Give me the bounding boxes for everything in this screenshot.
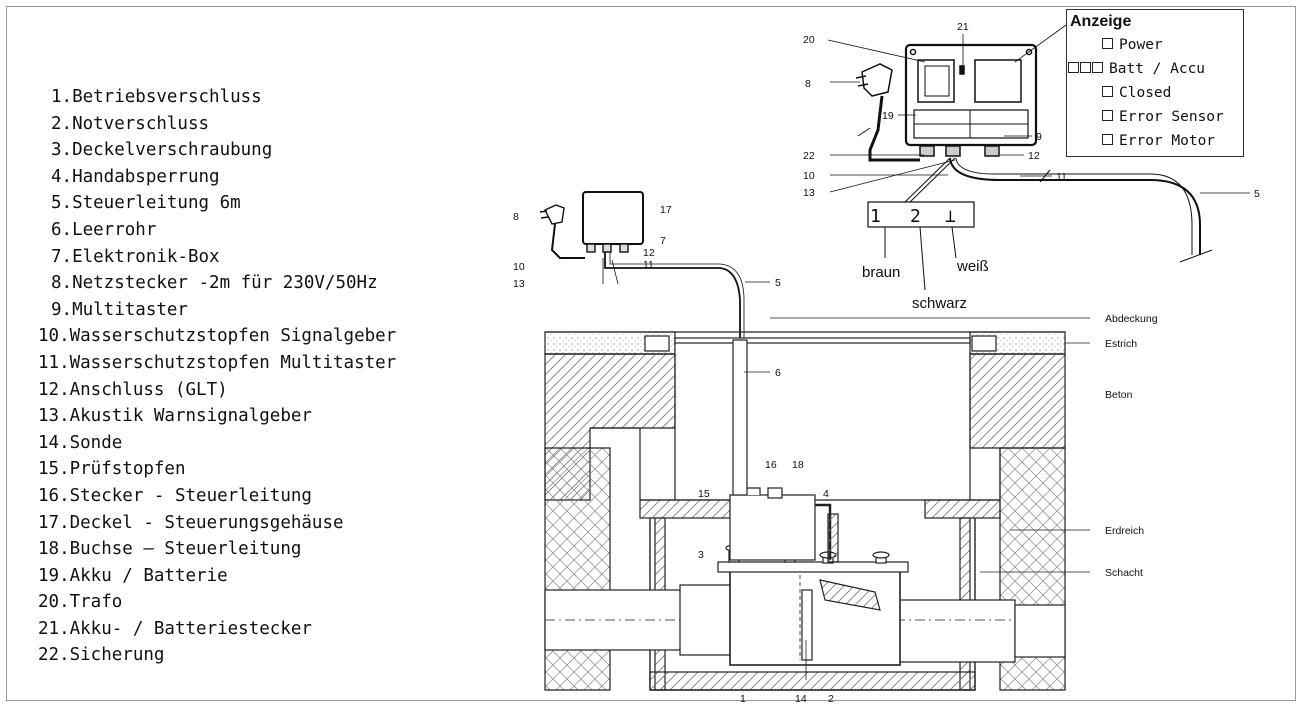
legend-item: 21.Akku- / Batteriestecker xyxy=(38,618,312,639)
callout-21: 21 xyxy=(957,21,969,33)
legend-item: 4.Handabsperrung xyxy=(51,166,220,187)
legend-item: 14.Sonde xyxy=(38,432,123,453)
callout-19: 19 xyxy=(882,110,894,122)
legend-item: 8.Netzstecker -2m für 230V/50Hz xyxy=(51,273,378,294)
callout-8: 8 xyxy=(805,78,811,90)
indicator-battery: Batt / Accu xyxy=(1068,61,1205,77)
parts-legend: 1.Betriebsverschluss 2.Notverschluss 3.D… xyxy=(38,84,396,669)
led-icon xyxy=(1102,134,1113,145)
indicator-panel-title: Anzeige xyxy=(1070,13,1132,30)
indicator-label: Error Sensor xyxy=(1119,109,1224,125)
wire-braun: braun xyxy=(862,264,900,281)
led-icon xyxy=(1080,62,1091,73)
indicator-label: Error Motor xyxy=(1119,133,1216,149)
legend-item: 13.Akustik Warnsignalgeber xyxy=(38,406,312,427)
electronic-box-small xyxy=(539,191,770,505)
callout-22: 22 xyxy=(803,150,815,162)
layer-beton: Beton xyxy=(1105,389,1133,401)
callout-20: 20 xyxy=(803,34,815,46)
legend-item: 15.Prüfstopfen xyxy=(38,459,186,480)
legend-item: 3.Deckelverschraubung xyxy=(51,140,273,161)
figure-frame xyxy=(6,6,1296,701)
legend-item: 5.Steuerleitung 6m xyxy=(51,193,241,214)
indicator-error-motor: Error Motor xyxy=(1102,133,1215,149)
indicator-label: Batt / Accu xyxy=(1109,61,1206,77)
led-icon xyxy=(1102,38,1113,49)
indicator-power: Power xyxy=(1102,37,1163,53)
indicator-error-sensor: Error Sensor xyxy=(1102,109,1224,125)
callout-16: 16 xyxy=(765,459,777,471)
callout-5: 5 xyxy=(1254,188,1260,200)
callout-3: 3 xyxy=(698,549,704,561)
callout-10: 10 xyxy=(803,170,815,182)
layer-abdeckung: Abdeckung xyxy=(1105,313,1158,325)
wire-weiss: weiß xyxy=(956,258,989,275)
callout-7: 7 xyxy=(660,235,666,247)
callout-4: 4 xyxy=(823,488,829,500)
callout-12-small: 12 xyxy=(643,247,655,259)
callout-11-small: 11 xyxy=(643,259,654,271)
indicator-closed: Closed xyxy=(1102,85,1171,101)
callout-11: 11 xyxy=(1056,171,1067,183)
led-icon xyxy=(1102,86,1113,97)
legend-item: 19.Akku / Batterie xyxy=(38,565,228,586)
callout-2: 2 xyxy=(828,693,834,705)
callout-15: 15 xyxy=(698,488,710,500)
callout-17: 17 xyxy=(660,204,672,216)
callout-18: 18 xyxy=(792,459,804,471)
legend-item: 18.Buchse – Steuerleitung xyxy=(38,539,302,560)
callout-6: 6 xyxy=(775,367,781,379)
callout-13-small: 13 xyxy=(513,278,525,290)
shaft-cross-section xyxy=(544,317,1090,691)
layer-estrich: Estrich xyxy=(1105,338,1137,350)
callout-13: 13 xyxy=(803,187,815,199)
legend-item: 6.Leerrohr xyxy=(51,219,157,240)
connector-pin-1: 1 xyxy=(870,206,881,227)
legend-item: 22.Sicherung xyxy=(38,645,165,666)
led-icon xyxy=(1102,110,1113,121)
legend-item: 16.Stecker - Steuerleitung xyxy=(38,485,312,506)
callout-9: 9 xyxy=(1036,131,1042,143)
callout-8-small: 8 xyxy=(513,211,519,223)
legend-item: 2.Notverschluss xyxy=(51,113,210,134)
callout-10-small: 10 xyxy=(513,261,525,273)
legend-item: 9.Multitaster xyxy=(51,299,188,320)
connector-pin-2: 2 xyxy=(910,206,921,227)
callout-14: 14 xyxy=(795,693,807,705)
control-box-detail xyxy=(827,24,1250,291)
legend-item: 10.Wasserschutzstopfen Signalgeber xyxy=(38,326,397,347)
legend-item: 20.Trafo xyxy=(38,592,123,613)
legend-item: 11.Wasserschutzstopfen Multitaster xyxy=(38,352,397,373)
legend-item: 17.Deckel - Steuerungsgehäuse xyxy=(38,512,344,533)
callout-12: 12 xyxy=(1028,150,1040,162)
wire-schwarz: schwarz xyxy=(912,295,967,312)
led-icon xyxy=(1092,62,1103,73)
layer-schacht: Schacht xyxy=(1105,567,1143,579)
legend-item: 12.Anschluss (GLT) xyxy=(38,379,228,400)
indicator-panel xyxy=(1066,9,1244,157)
indicator-label: Power xyxy=(1119,37,1163,53)
layer-erdreich: Erdreich xyxy=(1105,525,1144,537)
connector-pin-ground: ⊥ xyxy=(945,206,956,227)
callout-1: 1 xyxy=(740,693,746,705)
led-icon xyxy=(1068,62,1079,73)
legend-item: 7.Elektronik-Box xyxy=(51,246,220,267)
indicator-label: Closed xyxy=(1119,85,1172,101)
legend-item: 1.Betriebsverschluss xyxy=(51,87,262,107)
callout-5-small: 5 xyxy=(775,277,781,289)
